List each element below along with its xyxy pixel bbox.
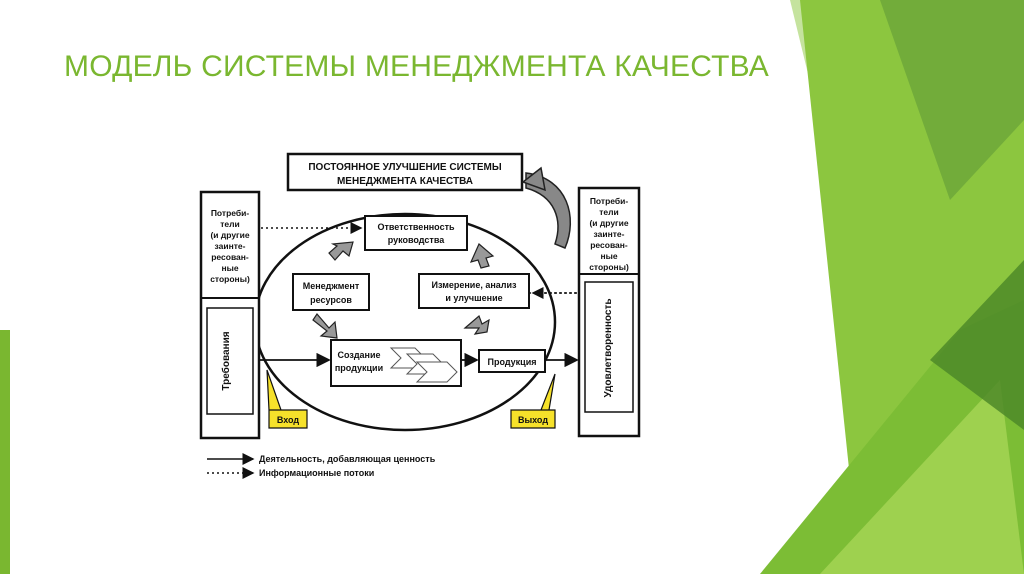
left-party-line6: ные	[221, 263, 238, 273]
deco-left-bar	[0, 330, 10, 574]
input-callout	[266, 369, 308, 429]
product-box	[478, 349, 546, 373]
resource-management-line1: Менеджмент	[303, 281, 360, 291]
right-party-line1: Потреби-	[590, 196, 629, 206]
cycle-arrow-top-right	[469, 243, 495, 269]
management-responsibility-line1: Ответственность	[377, 222, 454, 232]
output-callout	[510, 373, 556, 429]
right-party-line3: (и другие	[589, 218, 628, 228]
satisfaction-label: Удовлетворенность	[603, 298, 614, 397]
qms-diagram: ПОСТОЯННОЕ УЛУЧШЕНИЕ СИСТЕМЫ МЕНЕДЖМЕНТА…	[193, 148, 649, 485]
right-party-line2: тели	[599, 207, 619, 217]
requirements-box	[206, 307, 254, 415]
left-party-line5: ресован-	[211, 252, 249, 262]
right-party-line7: стороны)	[589, 262, 629, 272]
product-realization-line1: Создание	[337, 350, 380, 360]
process-chevron-3	[415, 361, 458, 383]
satisfaction-box	[584, 281, 634, 413]
improvement-box	[286, 152, 524, 192]
resource-management-box	[292, 273, 370, 311]
resource-management-line2: ресурсов	[310, 295, 352, 305]
management-responsibility-box	[364, 215, 468, 251]
improvement-cycle-arrow	[525, 172, 572, 249]
improvement-arrow-head	[521, 166, 546, 192]
cycle-arrow-bottom-left	[312, 313, 338, 339]
product-realization-line2: продукции	[335, 363, 383, 373]
improvement-line2: МЕНЕДЖМЕНТА КАЧЕСТВА	[337, 176, 473, 187]
left-party-line2: тели	[220, 219, 240, 229]
measurement-line1: Измерение, анализ	[431, 280, 517, 290]
product-label: Продукция	[488, 357, 537, 367]
left-party-line1: Потреби-	[211, 208, 250, 218]
measurement-box	[418, 273, 530, 309]
left-party-line4: заинте-	[215, 241, 246, 251]
output-label: Выход	[518, 415, 548, 425]
deco-dark-mid	[930, 260, 1024, 430]
requirements-label: Требования	[220, 331, 232, 390]
cycle-arrow-top-left	[328, 241, 354, 261]
right-party-line4: заинте-	[594, 229, 625, 239]
right-party-line6: ные	[600, 251, 617, 261]
deco-lower-light	[820, 380, 1024, 574]
cycle-arrow-bottom-right	[463, 314, 490, 335]
left-party-line7: стороны)	[210, 274, 250, 284]
measurement-line2: и улучшение	[445, 293, 502, 303]
deco-dark-top	[880, 0, 1024, 200]
input-label: Вход	[277, 415, 300, 425]
legend-solid-label: Деятельность, добавляющая ценность	[259, 454, 436, 464]
right-party-line5: ресован-	[590, 240, 628, 250]
left-party-line3: (и другие	[210, 230, 249, 240]
management-responsibility-line2: руководства	[388, 235, 445, 245]
legend-dotted-label: Информационные потоки	[259, 468, 374, 478]
improvement-line1: ПОСТОЯННОЕ УЛУЧШЕНИЕ СИСТЕМЫ	[308, 162, 501, 173]
slide-title: МОДЕЛЬ СИСТЕМЫ МЕНЕДЖМЕНТА КАЧЕСТВА	[64, 50, 770, 83]
